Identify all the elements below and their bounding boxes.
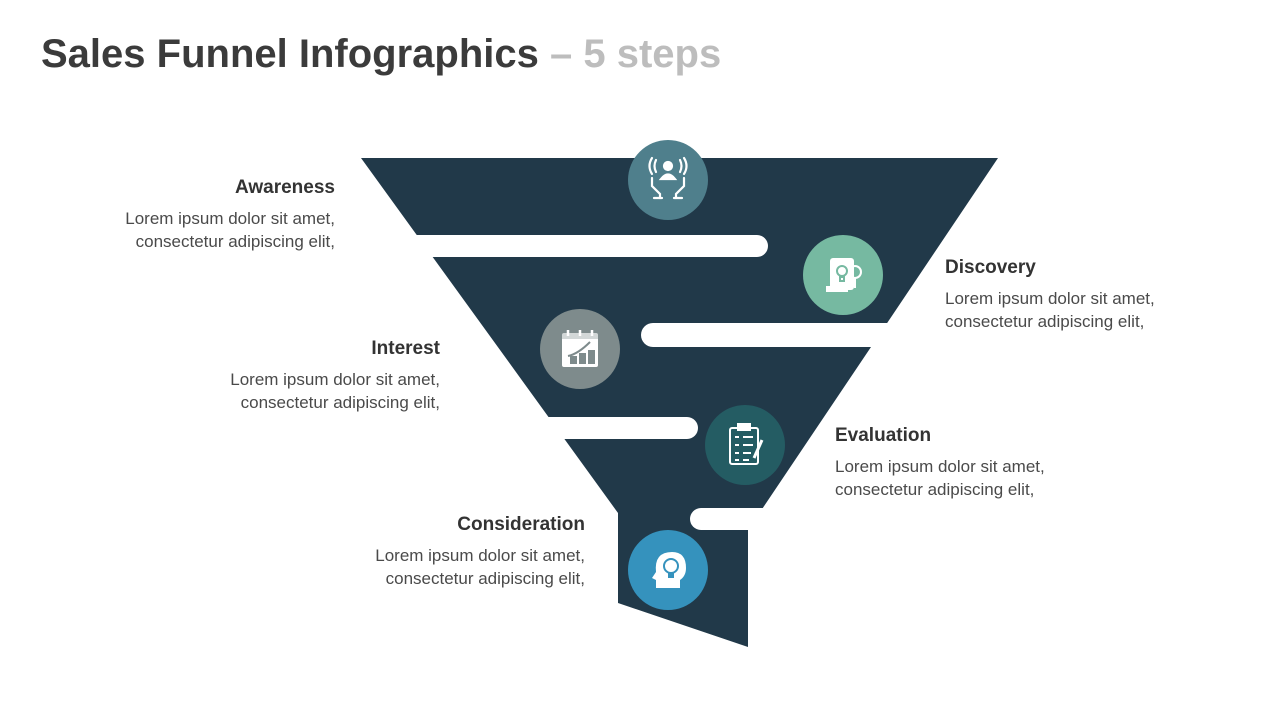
step-title: Awareness (235, 177, 335, 198)
step-discovery: Discovery Lorem ipsum dolor sit amet, co… (945, 257, 1245, 333)
step-awareness: Awareness Lorem ipsum dolor sit amet, co… (35, 177, 335, 253)
step-awareness-badge (628, 140, 708, 220)
step-text-line1: Lorem ipsum dolor sit amet, (375, 546, 585, 565)
step-text-line1: Lorem ipsum dolor sit amet, (125, 209, 335, 228)
step-evaluation-badge (705, 405, 785, 485)
step-interest: Interest Lorem ipsum dolor sit amet, con… (140, 338, 440, 414)
head-lightbulb-icon (652, 552, 686, 588)
funnel-gap-1 (300, 235, 768, 257)
funnel-gap-2 (641, 323, 1100, 347)
clipboard-checklist-icon (729, 423, 764, 465)
step-consideration: Consideration Lorem ipsum dolor sit amet… (285, 514, 585, 590)
step-text-line2: consectetur adipiscing elit, (135, 232, 335, 251)
funnel-gap-3 (400, 417, 698, 439)
lightbulb-scroll-icon (826, 258, 862, 292)
page-title: Sales Funnel Infographics – 5 steps (41, 32, 721, 77)
step-consideration-badge (628, 530, 708, 610)
step-text-line2: consectetur adipiscing elit, (835, 480, 1035, 499)
step-text-line1: Lorem ipsum dolor sit amet, (945, 289, 1155, 308)
step-text-line1: Lorem ipsum dolor sit amet, (835, 457, 1045, 476)
step-discovery-badge (803, 235, 883, 315)
step-title: Consideration (457, 514, 585, 535)
hands-person-icon (648, 156, 688, 200)
step-title: Discovery (945, 257, 1036, 278)
step-interest-badge (540, 309, 620, 389)
funnel-gap-4 (690, 508, 900, 530)
step-title: Interest (371, 338, 440, 359)
step-text-line1: Lorem ipsum dolor sit amet, (230, 370, 440, 389)
step-evaluation: Evaluation Lorem ipsum dolor sit amet, c… (835, 425, 1135, 501)
calendar-growth-icon (562, 330, 598, 367)
step-text-line2: consectetur adipiscing elit, (385, 569, 585, 588)
step-text-line2: consectetur adipiscing elit, (240, 393, 440, 412)
step-title: Evaluation (835, 425, 932, 446)
step-text-line2: consectetur adipiscing elit, (945, 312, 1145, 331)
title-sub: – 5 steps (550, 32, 722, 76)
title-main: Sales Funnel Infographics (41, 32, 539, 76)
